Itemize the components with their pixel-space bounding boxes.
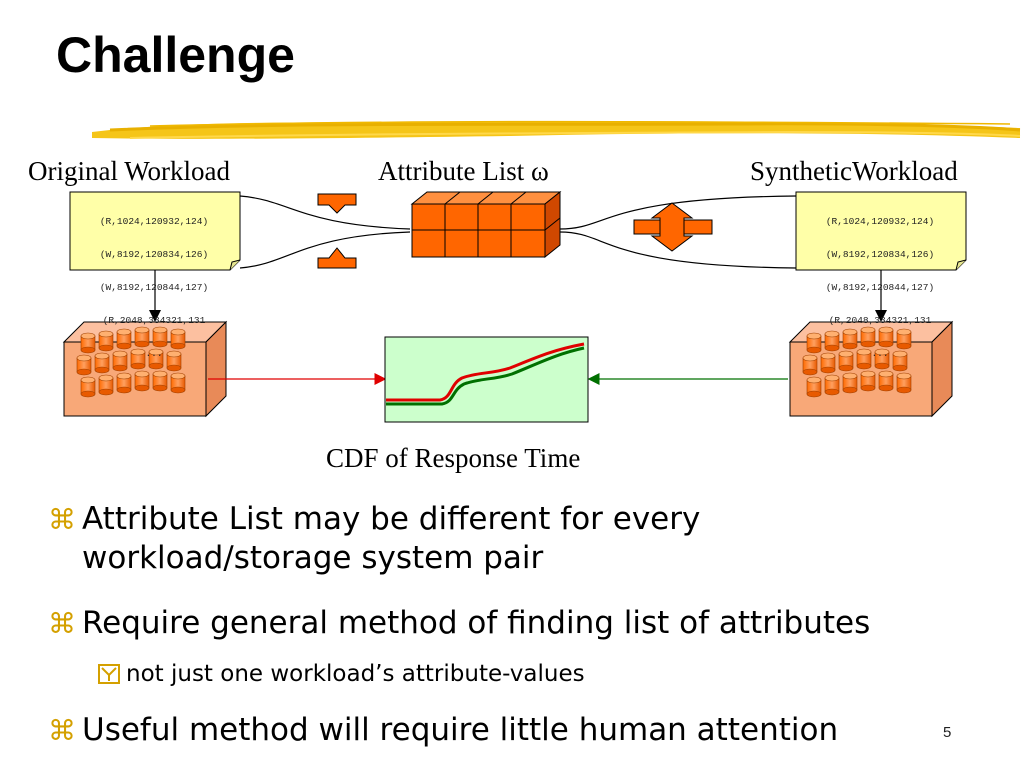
bullet-icon: ⌘: [48, 607, 76, 640]
bullet-icon: ⌘: [48, 714, 76, 747]
bullet-text: Require general method of finding list o…: [82, 605, 871, 641]
checkbox-y-icon: [98, 664, 120, 684]
bullet-text: Attribute List may be different for ever…: [82, 501, 701, 576]
cdf-label: CDF of Response Time: [326, 443, 581, 473]
sub-bullet-item: not just one workload’s attribute-values: [98, 660, 585, 688]
bullet-text: Useful method will require little human …: [82, 712, 839, 748]
trace-line: (W,8192,120834,126): [99, 249, 209, 260]
cdf-plot: [384, 336, 589, 423]
expand-arrow-icon: [650, 202, 694, 252]
title-underline-stroke: [92, 120, 1021, 139]
funnel-curve: [559, 195, 797, 230]
funnel-curve: [239, 231, 411, 269]
funnel-curve: [239, 195, 411, 230]
trace-line: (R,1024,120932,124): [825, 216, 935, 227]
expand-arrow-right: [683, 219, 713, 235]
bullet-icon: ⌘: [48, 503, 76, 536]
trace-line: ...: [145, 348, 163, 359]
compress-arrow-down: [317, 193, 357, 214]
synthetic-cdf-line: [386, 346, 585, 406]
attribute-list-block: [410, 190, 562, 259]
sub-bullet-text: not just one workload’s attribute-values: [126, 661, 585, 687]
original-trace-text: (R,1024,120932,124) (W,8192,120834,126) …: [72, 194, 236, 370]
trace-line: (R,2048,334321,131: [102, 315, 206, 326]
trace-line: (W,8192,120834,126): [825, 249, 935, 260]
funnel-curve: [559, 231, 797, 269]
original-trace-note: [69, 191, 241, 271]
compress-arrow-up: [317, 247, 357, 269]
expand-arrow-left: [633, 219, 661, 235]
bullet-item: ⌘ Require general method of finding list…: [48, 604, 948, 643]
synthetic-workload-label: SyntheticWorkload: [750, 156, 958, 186]
synthetic-trace-note: [795, 191, 967, 271]
trace-line: (W,8192,120844,127): [825, 282, 935, 293]
synthetic-trace-text: (R,1024,120932,124) (W,8192,120834,126) …: [798, 194, 962, 370]
trace-line: (W,8192,120844,127): [99, 282, 209, 293]
bullet-item: ⌘ Attribute List may be different for ev…: [48, 500, 948, 578]
trace-line: ...: [871, 348, 889, 359]
attribute-list-label: Attribute List ω: [378, 156, 549, 186]
trace-line: (R,1024,120932,124): [99, 216, 209, 227]
original-workload-label: Original Workload: [28, 156, 231, 186]
page-number: 5: [943, 724, 952, 741]
original-cdf-line: [386, 342, 585, 402]
slide-title: Challenge: [56, 27, 295, 83]
bullet-item: ⌘ Useful method will require little huma…: [48, 711, 948, 750]
trace-line: (R,2048,334321,131: [828, 315, 932, 326]
